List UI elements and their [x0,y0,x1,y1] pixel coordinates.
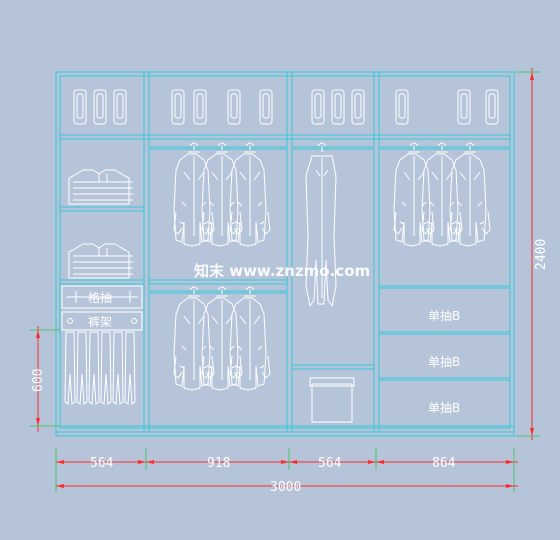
dimension-bay-1: 564 [90,456,114,471]
dimension-total-height: 2400 [534,239,549,270]
watermark: 知末 www.znzmo.com [194,262,370,280]
hanging-jackets-right [393,142,491,247]
hanging-jackets-lower [173,286,271,391]
hanging-long-coat [305,142,337,308]
dimension-lower-height: 600 [31,369,46,392]
pull-rod [61,285,143,309]
cabinet-frame [55,71,515,437]
hanging-jackets-upper [173,142,271,247]
drawer-label-3: 单抽B [428,401,460,415]
pull-rod-label: 格抽 [88,290,112,305]
dimension-total-width: 3000 [270,480,301,495]
drawer-label-1: 单抽B [428,309,460,323]
dimension-bay-2: 918 [207,456,230,471]
storage-box [309,377,355,423]
top-storage-boxes [73,89,499,125]
dimension-lines [30,68,540,492]
dimension-bay-3: 564 [318,456,342,471]
trouser-rack-label: 裤架 [88,315,112,329]
trouser-rack [61,311,143,405]
hanging-rods [150,146,509,294]
dimension-bay-4: 864 [432,456,456,471]
drawer-label-2: 单抽B [428,355,460,369]
folded-clothes [68,169,134,279]
